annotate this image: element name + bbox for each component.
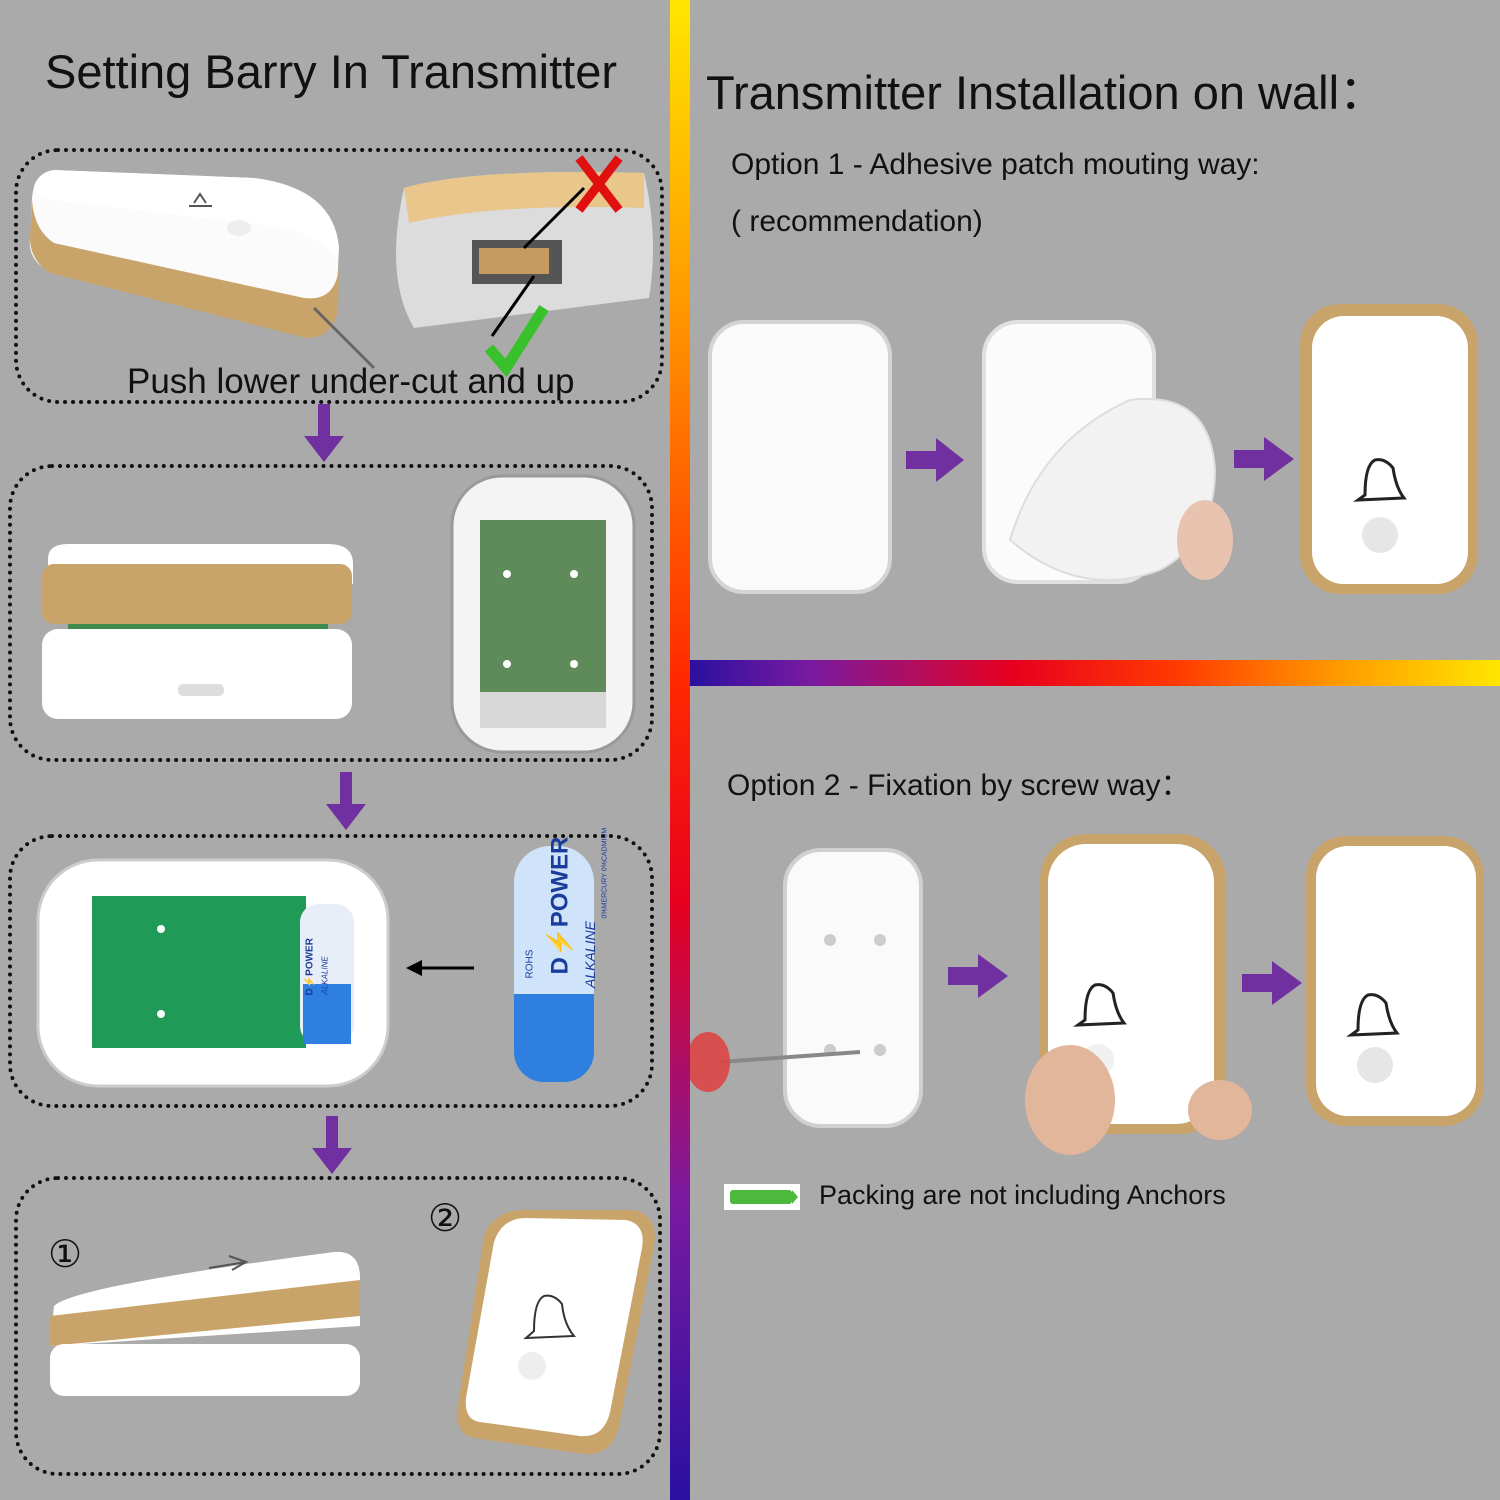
option2-illustration [690,834,1484,1155]
zoom-inset [396,172,653,337]
option1-illustration [708,304,1478,594]
step1-box [14,148,664,404]
left-panel-title: Setting Barry In Transmitter [45,45,618,98]
step1-illustration [29,155,653,378]
step4-box [14,1176,662,1476]
closing-transmitter [50,1251,360,1396]
opened-transmitter-side-view [42,544,353,719]
arrow-down-icon [326,772,366,830]
battery-brand-text: D⚡POWER [546,837,575,975]
adhesive-patch [982,320,1233,584]
check-icon [484,305,549,378]
inset-battery-brand-text: D⚡POWER [305,938,316,995]
arrow-right-icon [948,954,1008,998]
anchors-note: Packing are not including Anchors [819,1180,1226,1210]
opened-transmitter-top-view [450,474,636,754]
step-number-1: ① [48,1232,83,1276]
transmitter-base-with-pcb [36,858,390,1088]
mounted-transmitter [1300,304,1478,594]
option1-subtitle: ( recommendation) [731,205,983,238]
battery-fine-text: 0%MERCURY 0%CADMIUM [601,827,609,919]
arrow-down-icon [312,1116,352,1174]
option1-title: Option 1 - Adhesive patch mouting way: [731,148,1260,181]
base-plate-with-screwdriver [690,848,923,1128]
horizontal-gradient-divider [690,660,1500,686]
step2-box [8,464,654,762]
option2-title: Option 2 - Fixation by screw way： [727,769,1191,802]
aa-battery [514,846,594,1082]
arrow-right-icon [906,438,964,482]
transmitter-in-hand [1025,834,1252,1155]
cross-icon [575,155,623,213]
arrow-right-icon [1234,437,1294,481]
inset-battery-type-text: ALKALINE [321,956,330,994]
step3-illustration [36,846,594,1088]
closed-transmitter [457,1210,655,1455]
step-number-2: ② [428,1196,463,1240]
anchor-icon [724,1184,800,1210]
step3-box [8,834,654,1108]
arrow-down-icon [304,404,344,462]
step4-illustration [50,1210,655,1455]
arrow-right-icon [1242,961,1302,1005]
back-plate [708,320,892,594]
transmitter-device [29,170,376,370]
installed-transmitter [1306,836,1484,1126]
right-panel-title: Transmitter Installation on wall： [706,66,1387,119]
vertical-gradient-divider [670,0,690,1500]
step1-caption: Push lower under-cut and up [127,362,575,401]
step2-illustration [42,474,636,754]
battery-rohs-text: ROHS [525,950,536,979]
battery-type-text: ALKALINE [582,921,598,988]
